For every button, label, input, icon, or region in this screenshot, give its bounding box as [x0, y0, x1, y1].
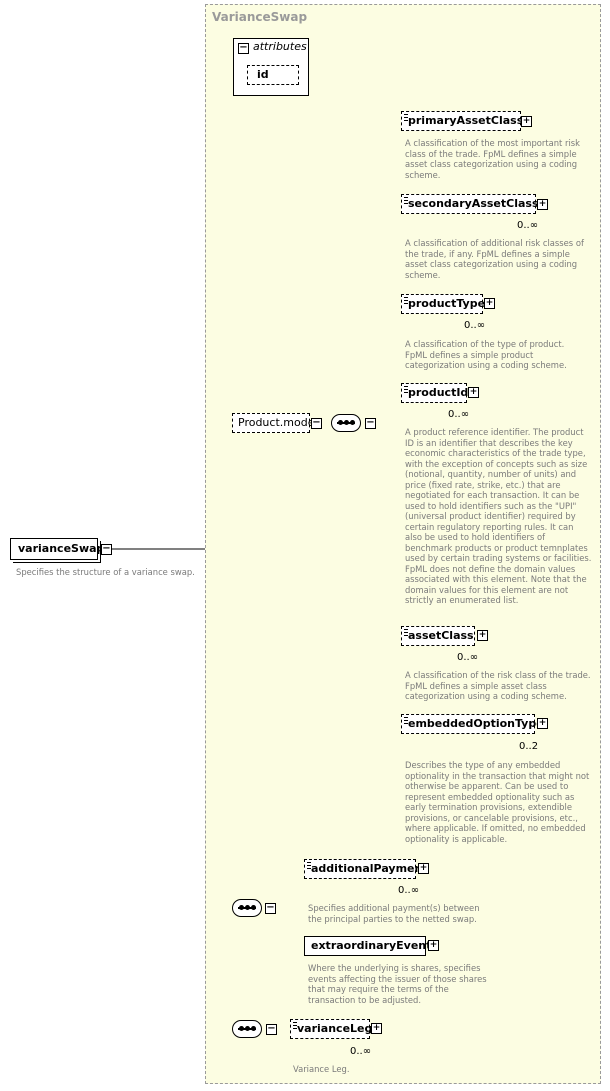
element-assetClass[interactable]: assetClass	[401, 626, 475, 646]
assetClass-cardinality: 0..∞	[457, 652, 479, 663]
productId-cardinality: 0..∞	[448, 409, 470, 420]
element-productType[interactable]: productType	[401, 294, 486, 314]
element-secondaryAssetClass-label: secondaryAssetClass	[408, 197, 539, 210]
collapse-root-icon[interactable]: −	[101, 543, 112, 555]
secondaryAssetClass-cardinality: 0..∞	[517, 220, 539, 231]
root-doc: Specifies the structure of a variance sw…	[16, 567, 195, 577]
expand-varianceLeg-icon[interactable]: +	[371, 1023, 382, 1034]
assetClass-doc: A classification of the risk class of th…	[405, 670, 591, 701]
collapse-attributes-icon[interactable]: −	[238, 42, 249, 54]
attribute-id[interactable]: id	[247, 65, 299, 85]
sequence-compositor-1	[331, 414, 361, 432]
element-secondaryAssetClass[interactable]: secondaryAssetClass	[401, 194, 539, 214]
productType-doc: A classification of the type of product.…	[405, 339, 567, 370]
element-additionalPayment-label: additionalPayment	[311, 862, 428, 875]
expand-assetClass-icon[interactable]: +	[477, 630, 488, 641]
element-varianceLeg-label: varianceLeg	[297, 1022, 373, 1035]
element-varianceLeg[interactable]: varianceLeg	[290, 1019, 373, 1039]
expand-productType-icon[interactable]: +	[484, 298, 495, 309]
expand-additionalPayment-icon[interactable]: +	[418, 863, 429, 874]
collapse-sequence-2-icon[interactable]: −	[265, 902, 276, 914]
product-model-group[interactable]: Product.model	[232, 413, 318, 433]
complex-type-title: VarianceSwap	[212, 10, 308, 24]
element-assetClass-label: assetClass	[408, 629, 474, 642]
element-productId[interactable]: productId	[401, 383, 469, 403]
collapse-product-model-icon[interactable]: −	[311, 417, 322, 429]
element-embeddedOptionType[interactable]: embeddedOptionType	[401, 714, 544, 734]
additionalPayment-cardinality: 0..∞	[398, 885, 420, 896]
element-extraordinaryEvents-label: extraordinaryEvents	[311, 939, 438, 952]
extraordinaryEvents-doc: Where the underlying is shares, specifie…	[308, 963, 487, 1005]
root-element-label: varianceSwap	[18, 542, 105, 555]
secondaryAssetClass-doc: A classification of additional risk clas…	[405, 238, 584, 280]
sequence-compositor-3	[232, 1020, 262, 1038]
attributes-title: attributes	[253, 40, 307, 53]
varianceLeg-cardinality: 0..∞	[350, 1046, 372, 1057]
embeddedOptionType-cardinality: 0..2	[519, 741, 539, 752]
collapse-sequence-3-icon[interactable]: −	[266, 1023, 277, 1035]
expand-productId-icon[interactable]: +	[468, 387, 479, 398]
expand-extraordinaryEvents-icon[interactable]: +	[428, 940, 439, 951]
element-productId-label: productId	[408, 386, 469, 399]
primaryAssetClass-doc: A classification of the most important r…	[405, 138, 580, 180]
sequence-compositor-2	[232, 899, 262, 917]
product-model-label: Product.model	[238, 416, 318, 429]
element-primaryAssetClass[interactable]: primaryAssetClass	[401, 111, 524, 131]
productType-cardinality: 0..∞	[464, 320, 486, 331]
element-productType-label: productType	[408, 297, 486, 310]
expand-secondaryAssetClass-icon[interactable]: +	[537, 199, 548, 210]
element-additionalPayment[interactable]: additionalPayment	[304, 859, 428, 879]
collapse-sequence-1-icon[interactable]: −	[365, 417, 376, 429]
root-element-varianceSwap[interactable]: varianceSwap	[10, 538, 104, 560]
varianceLeg-doc: Variance Leg.	[293, 1064, 350, 1074]
element-embeddedOptionType-label: embeddedOptionType	[408, 717, 544, 730]
expand-primaryAssetClass-icon[interactable]: +	[521, 116, 532, 127]
productId-doc: A product reference identifier. The prod…	[405, 427, 592, 605]
element-primaryAssetClass-label: primaryAssetClass	[408, 114, 524, 127]
expand-embeddedOptionType-icon[interactable]: +	[537, 718, 548, 729]
element-extraordinaryEvents[interactable]: extraordinaryEvents	[304, 936, 438, 956]
